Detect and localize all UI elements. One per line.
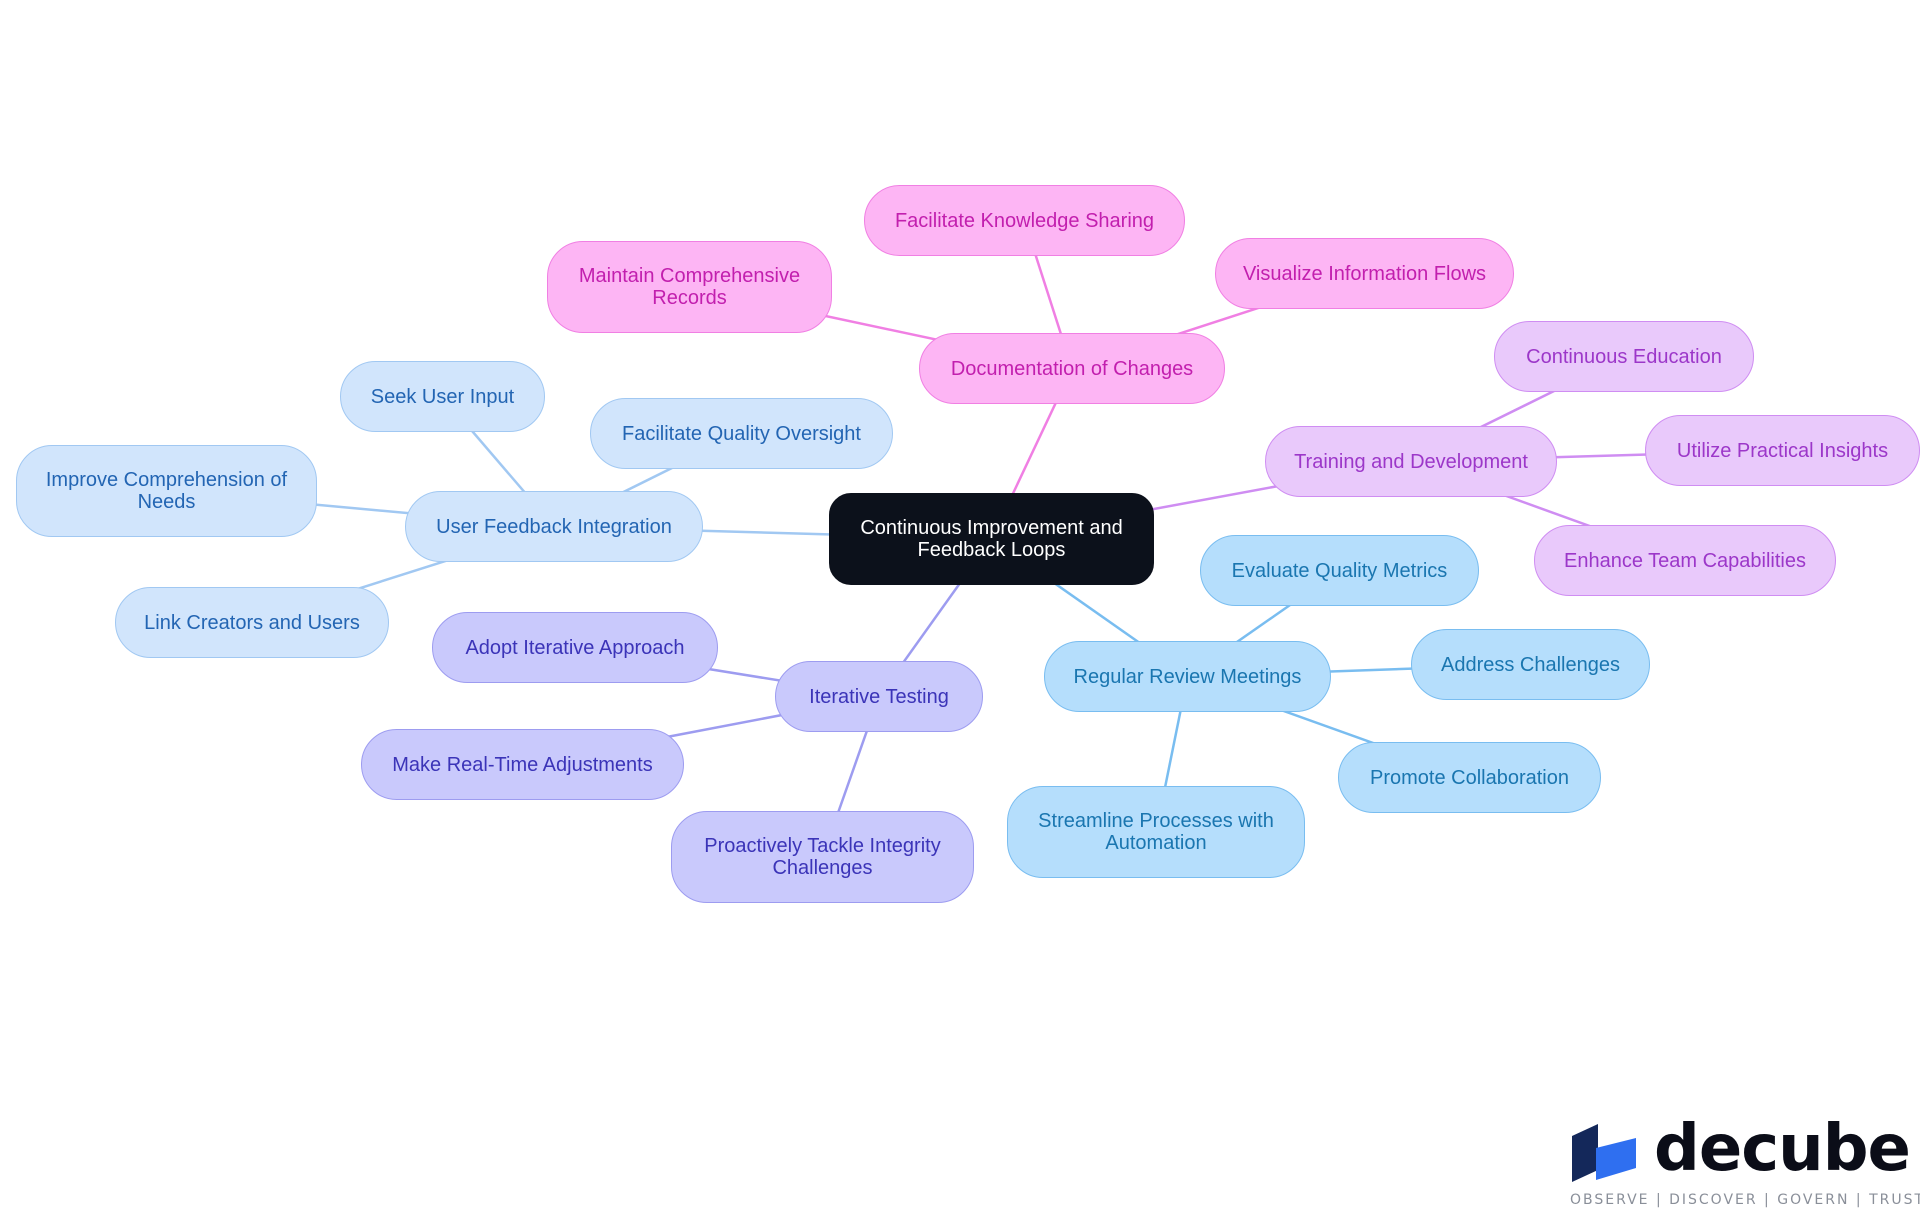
decube-wordmark: decube bbox=[1654, 1112, 1911, 1186]
leaf-make-real-time-adjustments: Make Real-Time Adjustments bbox=[361, 729, 684, 800]
decube-tagline: OBSERVE | DISCOVER | GOVERN | TRUST bbox=[1570, 1192, 1920, 1208]
logo-mark-light bbox=[1596, 1138, 1636, 1180]
leaf-adopt-iterative-approach: Adopt Iterative Approach bbox=[432, 612, 718, 683]
leaf-link-creators-and-users: Link Creators and Users bbox=[115, 587, 389, 658]
leaf-facilitate-knowledge-sharing: Facilitate Knowledge Sharing bbox=[864, 185, 1185, 256]
decube-logo-mark-icon bbox=[1572, 1124, 1636, 1182]
decube-logo: decube OBSERVE | DISCOVER | GOVERN | TRU… bbox=[1568, 1112, 1920, 1208]
branch-iterative-testing: Iterative Testing bbox=[775, 661, 983, 732]
branch-user-feedback-integration: User Feedback Integration bbox=[405, 491, 703, 562]
leaf-proactively-tackle-integrity-challenges: Proactively Tackle Integrity Challenges bbox=[671, 811, 974, 903]
leaf-continuous-education: Continuous Education bbox=[1494, 321, 1754, 392]
leaf-visualize-information-flows: Visualize Information Flows bbox=[1215, 238, 1514, 309]
branch-regular-review-meetings: Regular Review Meetings bbox=[1044, 641, 1331, 712]
branch-documentation-of-changes: Documentation of Changes bbox=[919, 333, 1225, 404]
leaf-facilitate-quality-oversight: Facilitate Quality Oversight bbox=[590, 398, 893, 469]
leaf-address-challenges: Address Challenges bbox=[1411, 629, 1650, 700]
leaf-promote-collaboration: Promote Collaboration bbox=[1338, 742, 1601, 813]
leaf-evaluate-quality-metrics: Evaluate Quality Metrics bbox=[1200, 535, 1479, 606]
leaf-enhance-team-capabilities: Enhance Team Capabilities bbox=[1534, 525, 1836, 596]
leaf-seek-user-input: Seek User Input bbox=[340, 361, 545, 432]
leaf-improve-comprehension-of-needs: Improve Comprehension of Needs bbox=[16, 445, 317, 537]
logo-mark-dark bbox=[1572, 1124, 1598, 1182]
leaf-utilize-practical-insights: Utilize Practical Insights bbox=[1645, 415, 1920, 486]
branch-training-and-development: Training and Development bbox=[1265, 426, 1557, 497]
center-node: Continuous Improvement and Feedback Loop… bbox=[829, 493, 1154, 585]
leaf-maintain-comprehensive-records: Maintain Comprehensive Records bbox=[547, 241, 832, 333]
leaf-streamline-processes-with-automation: Streamline Processes with Automation bbox=[1007, 786, 1305, 878]
